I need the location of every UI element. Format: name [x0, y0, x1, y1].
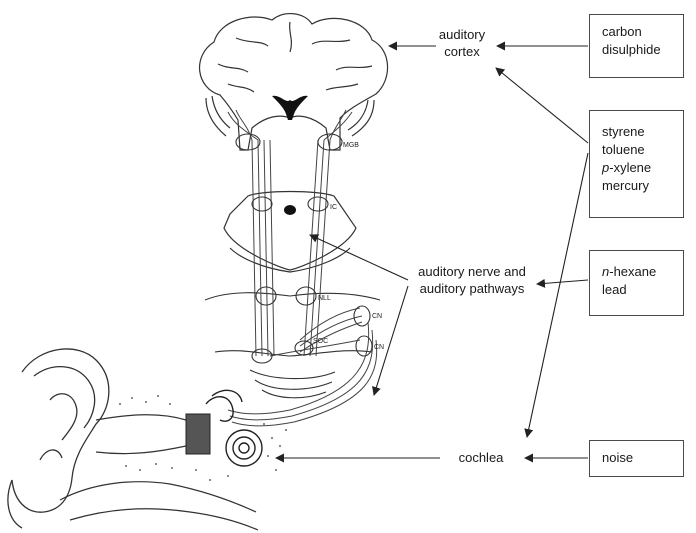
- label-cochlea: cochlea: [442, 449, 520, 466]
- label-auditory-cortex-line1: auditory: [430, 26, 494, 43]
- box3-line2: lead: [602, 281, 683, 299]
- arrow-styrene-group-to-cortex: [496, 68, 588, 143]
- box2-line3-rest: -xylene: [609, 160, 651, 175]
- label-cn-ventral: CN: [374, 344, 384, 351]
- label-auditory-cortex-line2: cortex: [430, 43, 494, 60]
- label-cn-dorsal: CN: [372, 313, 382, 320]
- box-noise: noise: [589, 440, 684, 477]
- label-auditory-nerve-line1: auditory nerve and: [408, 263, 536, 280]
- box-styrene-toluene-xylene-mercury: styrene toluene p-xylene mercury: [589, 110, 684, 218]
- arrow-pathways-label-to-brainstem: [310, 235, 408, 280]
- box-hexane-lead: n-hexane lead: [589, 250, 684, 316]
- label-auditory-nerve-line2: auditory pathways: [408, 280, 536, 297]
- box3-line1: n-hexane: [602, 263, 683, 281]
- label-auditory-nerve-pathways: auditory nerve and auditory pathways: [408, 263, 536, 297]
- box2-line2: toluene: [602, 141, 683, 159]
- box2-line3: p-xylene: [602, 159, 683, 177]
- label-mgb: MGB: [343, 142, 359, 149]
- brainstem: [205, 293, 380, 398]
- aqueduct: [284, 205, 296, 215]
- box-carbon-disulphide: carbon disulphide: [589, 14, 684, 78]
- brain-outline: [200, 14, 388, 150]
- middle-ear-cavity: [186, 414, 210, 454]
- label-nll: NLL: [318, 295, 331, 302]
- label-soc: SOC: [313, 338, 328, 345]
- ear-canal: [60, 415, 258, 530]
- outer-ear: [8, 349, 109, 528]
- box3-line1-rest: -hexane: [609, 264, 656, 279]
- box2-line1: styrene: [602, 123, 683, 141]
- box1-line2: disulphide: [602, 41, 683, 59]
- cochlea-spiral: [206, 390, 262, 466]
- arrow-hexane-group-to-pathways: [537, 280, 588, 284]
- arrow-styrene-group-to-cochlea: [527, 153, 588, 437]
- box4-line1: noise: [602, 449, 683, 467]
- box1-line1: carbon: [602, 23, 683, 41]
- label-auditory-cortex: auditory cortex: [430, 26, 494, 60]
- arrow-pathways-label-to-nerve: [374, 286, 408, 395]
- label-ic: IC: [330, 204, 337, 211]
- nuclei: [236, 134, 372, 363]
- box2-line4: mercury: [602, 177, 683, 195]
